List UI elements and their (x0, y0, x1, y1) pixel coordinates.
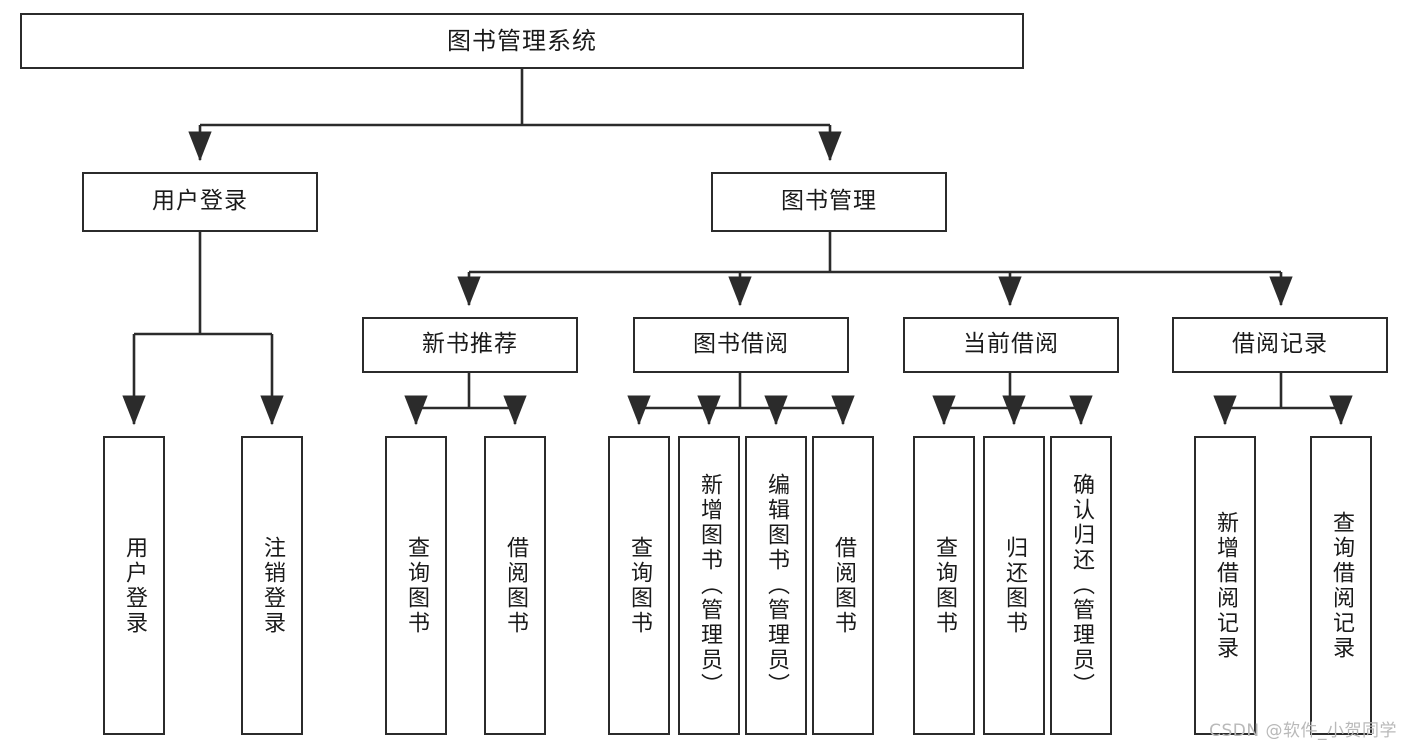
node-leaf-query-borrow-record-label: 查询借阅记录 (1329, 510, 1354, 661)
node-leaf-user-logout[interactable]: 注销登录 (241, 436, 303, 735)
node-leaf-edit-book[interactable]: 编辑图书（管理员） (745, 436, 807, 735)
node-leaf-query-book-current[interactable]: 查询图书 (913, 436, 975, 735)
node-leaf-query-book-current-label: 查询图书 (932, 535, 957, 636)
node-borrow-record-label: 借阅记录 (1232, 331, 1328, 358)
node-leaf-add-borrow-record[interactable]: 新增借阅记录 (1194, 436, 1256, 735)
node-user-login-label: 用户登录 (152, 188, 248, 215)
node-leaf-query-book-recommend-label: 查询图书 (404, 535, 429, 636)
node-borrow-record[interactable]: 借阅记录 (1172, 317, 1388, 373)
node-leaf-user-logout-label: 注销登录 (260, 535, 285, 636)
node-leaf-return-book-label: 归还图书 (1002, 535, 1027, 636)
node-leaf-add-book-label: 新增图书（管理员） (697, 473, 722, 698)
node-leaf-edit-book-label: 编辑图书（管理员） (764, 473, 789, 698)
node-leaf-user-login[interactable]: 用户登录 (103, 436, 165, 735)
node-leaf-query-book-recommend[interactable]: 查询图书 (385, 436, 447, 735)
node-root-label: 图书管理系统 (447, 26, 597, 55)
node-user-login[interactable]: 用户登录 (82, 172, 318, 232)
node-book-borrow[interactable]: 图书借阅 (633, 317, 849, 373)
node-leaf-add-book[interactable]: 新增图书（管理员） (678, 436, 740, 735)
csdn-watermark: CSDN @软件_小贺同学 (1209, 721, 1397, 741)
node-root[interactable]: 图书管理系统 (20, 13, 1024, 69)
node-book-manage-label: 图书管理 (781, 188, 877, 215)
node-leaf-add-borrow-record-label: 新增借阅记录 (1213, 510, 1238, 661)
node-current-borrow-label: 当前借阅 (963, 331, 1059, 358)
node-leaf-borrow-book-recommend-label: 借阅图书 (503, 535, 528, 636)
node-book-borrow-label: 图书借阅 (693, 331, 789, 358)
node-leaf-confirm-return-label: 确认归还（管理员） (1069, 473, 1094, 698)
node-leaf-query-borrow-record[interactable]: 查询借阅记录 (1310, 436, 1372, 735)
node-new-book-recommend[interactable]: 新书推荐 (362, 317, 578, 373)
node-leaf-user-login-label: 用户登录 (122, 535, 147, 636)
node-leaf-return-book[interactable]: 归还图书 (983, 436, 1045, 735)
node-book-manage[interactable]: 图书管理 (711, 172, 947, 232)
node-new-book-recommend-label: 新书推荐 (422, 331, 518, 358)
node-leaf-borrow-book-recommend[interactable]: 借阅图书 (484, 436, 546, 735)
node-leaf-query-book-borrow-label: 查询图书 (627, 535, 652, 636)
node-leaf-borrow-book-label: 借阅图书 (831, 535, 856, 636)
node-leaf-confirm-return[interactable]: 确认归还（管理员） (1050, 436, 1112, 735)
node-current-borrow[interactable]: 当前借阅 (903, 317, 1119, 373)
node-leaf-query-book-borrow[interactable]: 查询图书 (608, 436, 670, 735)
node-leaf-borrow-book[interactable]: 借阅图书 (812, 436, 874, 735)
